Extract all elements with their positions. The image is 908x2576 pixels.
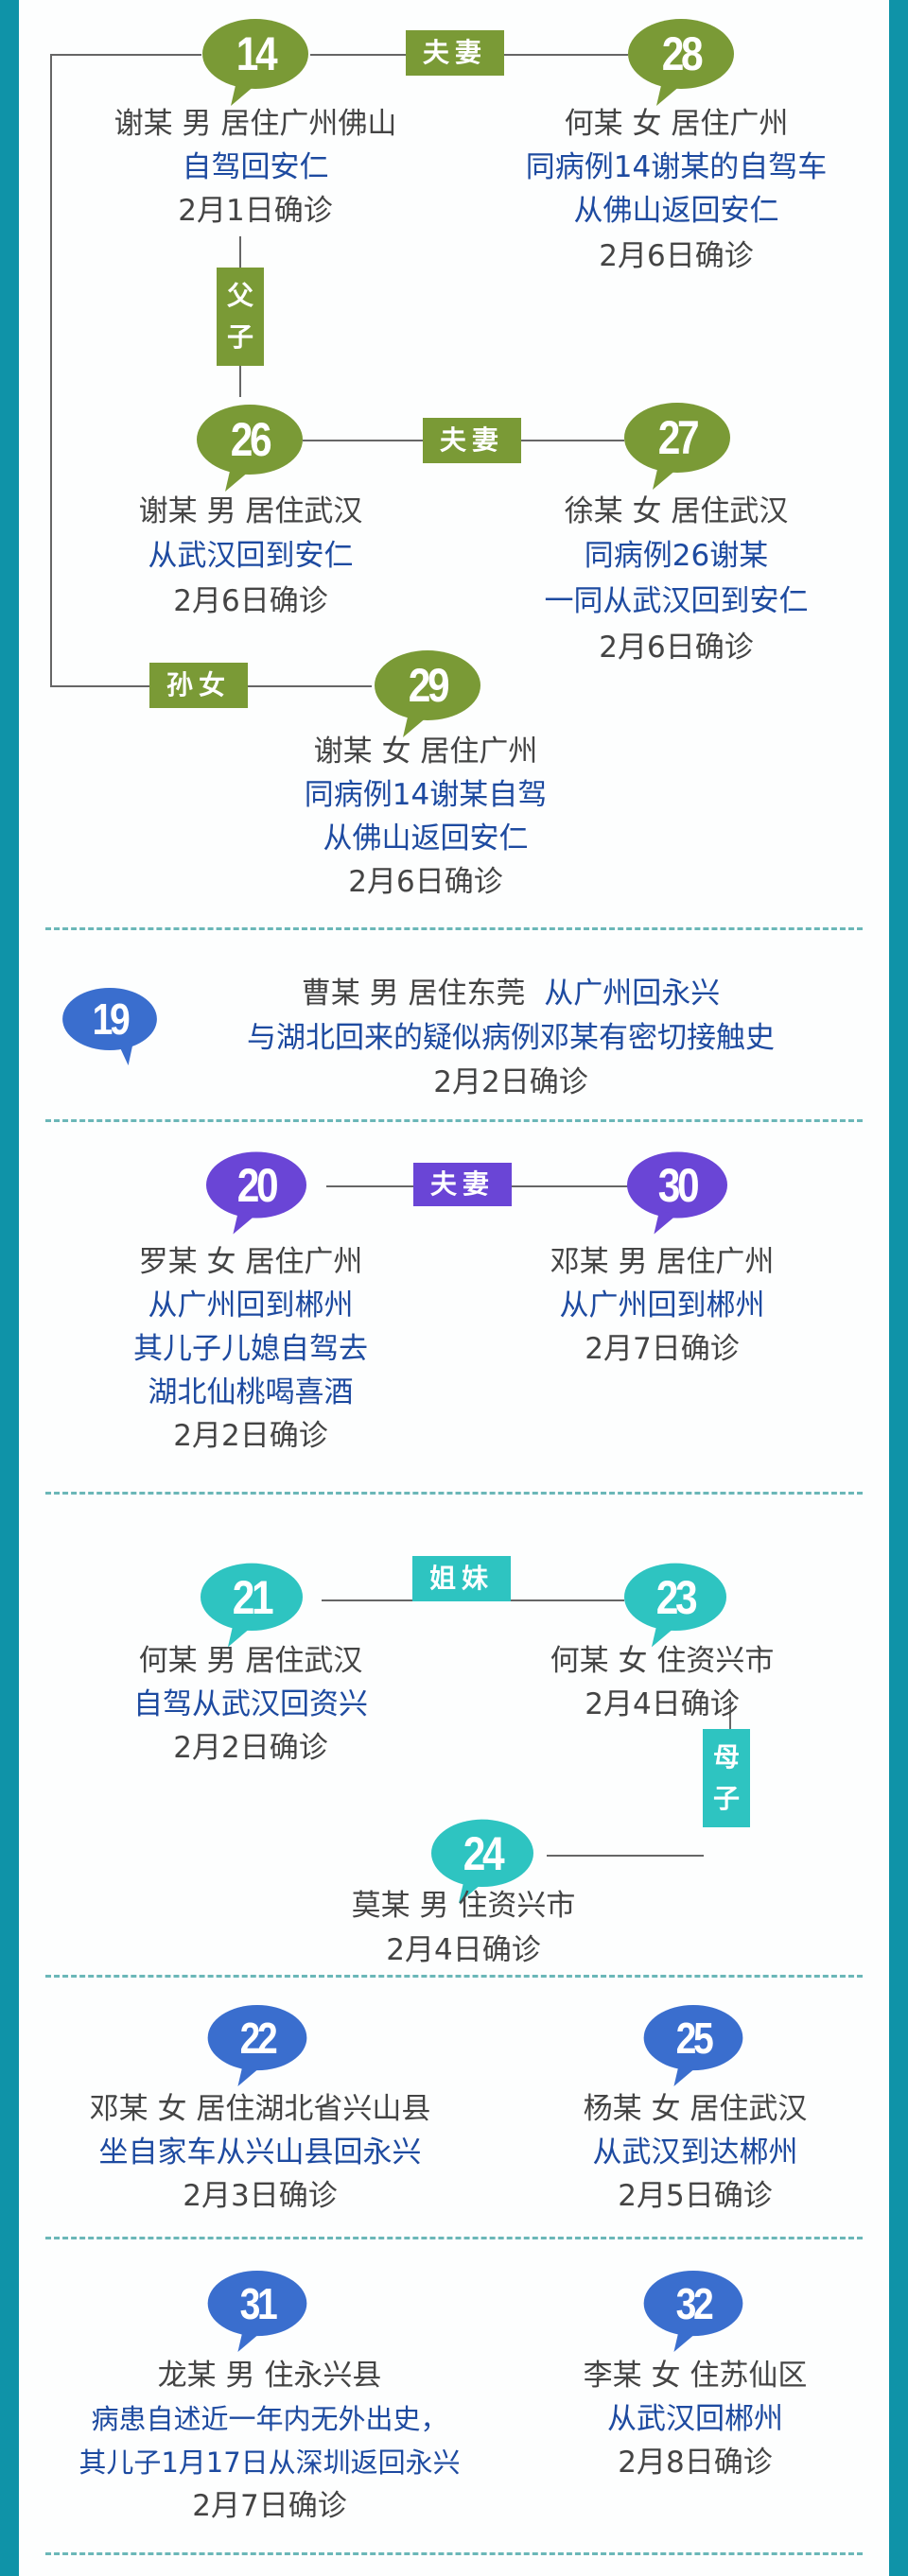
case-info: 徐某 女 居住武汉 <box>564 494 789 528</box>
confirm-date: 2月6日确诊 <box>173 584 328 618</box>
case-detail: 同病例14谢某的自驾车 <box>525 150 828 184</box>
connector-line <box>729 1697 731 1731</box>
case-number-bubble: 32 <box>643 2271 743 2352</box>
case-info: 谢某 女 居住广州 <box>313 735 538 769</box>
speech-bubble-icon <box>624 403 730 490</box>
speech-bubble-icon <box>206 1151 306 1235</box>
case-number-bubble: 20 <box>206 1151 306 1235</box>
speech-bubble-icon <box>201 1563 303 1648</box>
speech-bubble-icon <box>202 19 308 106</box>
case-number-bubble: 31 <box>207 2271 307 2352</box>
confirm-date: 2月7日确诊 <box>585 1332 740 1366</box>
case-number-bubble: 14 <box>202 19 308 106</box>
confirm-date: 2月6日确诊 <box>599 239 754 273</box>
section-divider <box>45 1119 863 1122</box>
connector-line <box>50 54 201 56</box>
case-detail: 从广州回到郴州 <box>148 1288 354 1323</box>
case-info: 罗某 女 居住广州 <box>138 1245 363 1279</box>
speech-bubble-icon <box>207 2271 307 2352</box>
case-detail: 从武汉回到安仁 <box>148 539 354 573</box>
section-divider <box>45 2552 863 2555</box>
case-info: 龙某 男 住永兴县 <box>157 2359 382 2393</box>
case-number-bubble: 28 <box>628 19 734 106</box>
confirm-date: 2月8日确诊 <box>618 2446 773 2480</box>
case-info: 何某 女 居住广州 <box>564 107 789 141</box>
case-number-bubble: 22 <box>207 2005 307 2086</box>
case-detail: 从广州回到郴州 <box>559 1288 765 1323</box>
relation-tag-mother-son: 母子 <box>703 1729 750 1827</box>
case-info: 李某 女 住苏仙区 <box>583 2359 808 2393</box>
confirm-date: 2月3日确诊 <box>183 2179 338 2213</box>
section-divider <box>45 927 863 930</box>
case-detail: 从佛山返回安仁 <box>573 194 779 228</box>
section-divider <box>45 1975 863 1978</box>
case-detail: 湖北仙桃喝喜酒 <box>148 1375 354 1409</box>
case-number-bubble: 23 <box>624 1563 726 1648</box>
speech-bubble-icon <box>431 1819 533 1904</box>
relation-tag-spouse: 夫妻 <box>413 1163 512 1206</box>
confirm-date: 2月1日确诊 <box>178 194 333 228</box>
confirm-date: 2月2日确诊 <box>433 1065 588 1099</box>
confirm-date: 2月2日确诊 <box>173 1419 328 1453</box>
confirm-date: 2月6日确诊 <box>599 631 754 665</box>
case-info: 曹某 男 居住东莞 从广州回永兴 <box>301 977 721 1011</box>
confirm-date: 2月5日确诊 <box>618 2179 773 2213</box>
speech-bubble-icon <box>207 2005 307 2086</box>
case-detail: 从武汉回郴州 <box>607 2402 783 2436</box>
connector-line <box>50 54 52 687</box>
case-number-bubble: 21 <box>201 1563 303 1648</box>
speech-bubble-icon <box>624 1563 726 1648</box>
case-detail: 与湖北回来的疑似病例邓某有密切接触史 <box>247 1021 775 1055</box>
case-detail: 一同从武汉回到安仁 <box>544 584 809 618</box>
confirm-date: 2月4日确诊 <box>386 1933 541 1967</box>
confirm-date: 2月4日确诊 <box>585 1687 740 1721</box>
relation-tag-spouse: 夫妻 <box>423 418 521 463</box>
case-detail: 坐自家车从兴山县回永兴 <box>98 2135 422 2170</box>
relation-tag-spouse: 夫妻 <box>406 30 504 76</box>
speech-bubble-icon <box>62 988 157 1065</box>
case-number-bubble: 30 <box>627 1151 727 1235</box>
speech-bubble-icon <box>643 2271 743 2352</box>
case-info: 邓某 男 居住广州 <box>550 1245 775 1279</box>
relation-tag-granddaughter: 孙女 <box>149 663 248 708</box>
section-divider <box>45 2237 863 2239</box>
relation-tag-father-son: 父子 <box>217 268 264 366</box>
case-number-bubble: 26 <box>197 405 303 492</box>
case-detail: 从武汉到达郴州 <box>592 2135 798 2170</box>
confirm-date: 2月2日确诊 <box>173 1731 328 1765</box>
speech-bubble-icon <box>375 650 480 737</box>
case-info: 谢某 男 居住广州佛山 <box>114 107 397 141</box>
case-info: 邓某 女 居住湖北省兴山县 <box>89 2092 431 2126</box>
speech-bubble-icon <box>627 1151 727 1235</box>
left-frame <box>0 0 19 2576</box>
speech-bubble-icon <box>628 19 734 106</box>
case-number-bubble: 27 <box>624 403 730 490</box>
case-detail: 从佛山返回安仁 <box>323 821 529 856</box>
relation-tag-sisters: 姐妹 <box>412 1556 511 1601</box>
case-detail: 同病例26谢某 <box>584 539 769 573</box>
right-frame <box>889 0 908 2576</box>
case-number-bubble: 19 <box>62 988 157 1065</box>
case-info: 何某 女 住资兴市 <box>550 1644 775 1678</box>
case-detail: 其儿子1月17日从深圳返回永兴 <box>79 2446 461 2479</box>
case-detail: 其儿子儿媳自驾去 <box>133 1332 368 1366</box>
case-detail: 自驾从武汉回资兴 <box>133 1687 368 1721</box>
case-number-bubble: 24 <box>431 1819 533 1904</box>
case-detail: 病患自述近一年内无外出史， <box>91 2403 448 2435</box>
case-info: 何某 男 居住武汉 <box>138 1644 363 1678</box>
case-number-bubble: 29 <box>375 650 480 737</box>
case-info: 谢某 男 居住武汉 <box>138 494 363 528</box>
speech-bubble-icon <box>197 405 303 492</box>
case-number-bubble: 25 <box>643 2005 743 2086</box>
case-info: 莫某 男 住资兴市 <box>351 1889 576 1923</box>
connector-line <box>547 1855 704 1857</box>
confirm-date: 2月6日确诊 <box>348 865 503 899</box>
section-divider <box>45 1492 863 1495</box>
case-info: 杨某 女 居住武汉 <box>583 2092 808 2126</box>
case-detail: 自驾回安仁 <box>182 150 329 184</box>
case-detail: 同病例14谢某自驾 <box>304 778 548 812</box>
confirm-date: 2月7日确诊 <box>192 2489 347 2523</box>
speech-bubble-icon <box>643 2005 743 2086</box>
